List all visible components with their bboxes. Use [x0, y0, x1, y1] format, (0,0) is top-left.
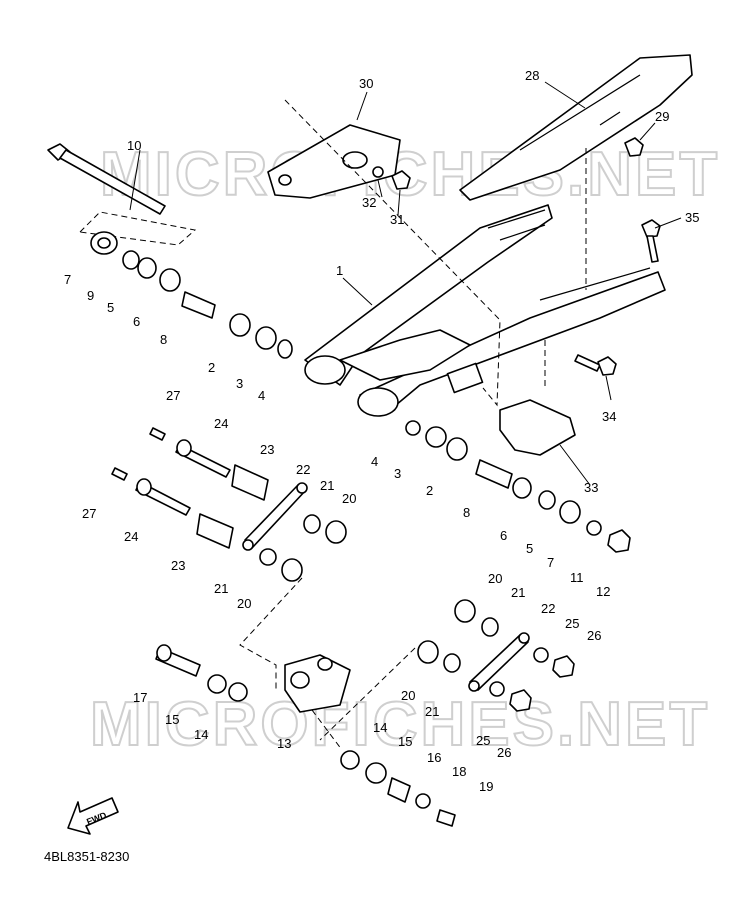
relay-arm-part: [155, 644, 351, 713]
callout-6: 6: [500, 528, 507, 543]
callout-25: 25: [476, 733, 490, 748]
relay-hardware-upper: [111, 427, 269, 549]
callout-9: 9: [87, 288, 94, 303]
diagram-part-code: 4BL8351-8230: [44, 849, 130, 864]
callout-23: 23: [260, 442, 274, 457]
callout-22: 22: [541, 601, 555, 616]
callout-4: 4: [258, 388, 265, 403]
callout-7: 7: [547, 555, 554, 570]
callout-10: 10: [127, 138, 141, 153]
callout-33: 33: [584, 480, 598, 495]
callout-26: 26: [587, 628, 601, 643]
callout-7: 7: [64, 272, 71, 287]
callout-26: 26: [497, 745, 511, 760]
callout-28: 28: [525, 68, 539, 83]
callout-20: 20: [237, 596, 251, 611]
callout-19: 19: [479, 779, 493, 794]
pivot-shaft-part: [47, 143, 166, 215]
callout-35: 35: [685, 210, 699, 225]
left-pivot-hardware: [90, 231, 293, 359]
callout-4: 4: [371, 454, 378, 469]
callout-27: 27: [166, 388, 180, 403]
watermark-bottom: MICROFICHES.NET: [90, 690, 710, 759]
callout-3: 3: [236, 376, 243, 391]
callout-20: 20: [488, 571, 502, 586]
callout-5: 5: [526, 541, 533, 556]
callout-14: 14: [194, 727, 208, 742]
callout-27: 27: [82, 506, 96, 521]
callout-32: 32: [362, 195, 376, 210]
callout-20: 20: [342, 491, 356, 506]
callout-2: 2: [426, 483, 433, 498]
callout-21: 21: [425, 704, 439, 719]
link-hardware-upper: [242, 482, 347, 582]
callout-13: 13: [277, 736, 291, 751]
chain-guard-part: [459, 54, 693, 201]
callout-24: 24: [214, 416, 228, 431]
callout-25: 25: [565, 616, 579, 631]
callout-21: 21: [214, 581, 228, 596]
callout-23: 23: [171, 558, 185, 573]
callout-31: 31: [390, 212, 404, 227]
callout-6: 6: [133, 314, 140, 329]
callout-29: 29: [655, 109, 669, 124]
callout-8: 8: [160, 332, 167, 347]
callout-3: 3: [394, 466, 401, 481]
callout-11: 11: [570, 570, 584, 585]
callout-21: 21: [511, 585, 525, 600]
callout-1: 1: [336, 263, 343, 278]
link-hardware-lower: [417, 599, 575, 712]
guard-part: [499, 399, 576, 456]
fastener-bolts: [372, 137, 661, 376]
callout-22: 22: [296, 462, 310, 477]
callout-15: 15: [165, 712, 179, 727]
callout-15: 15: [398, 734, 412, 749]
callout-18: 18: [452, 764, 466, 779]
callout-5: 5: [107, 300, 114, 315]
callout-21: 21: [320, 478, 334, 493]
swingarm-part: [304, 204, 666, 417]
callout-14: 14: [373, 720, 387, 735]
lower-collar-hardware: [340, 750, 456, 827]
callout-24: 24: [124, 529, 138, 544]
callout-2: 2: [208, 360, 215, 375]
callout-12: 12: [596, 584, 610, 599]
watermark-top: MICROFICHES.NET: [100, 140, 720, 209]
callout-20: 20: [401, 688, 415, 703]
callout-17: 17: [133, 690, 147, 705]
right-pivot-hardware: [405, 420, 631, 553]
callout-30: 30: [359, 76, 373, 91]
fwd-arrow-icon: FWD: [67, 797, 119, 835]
callout-34: 34: [602, 409, 616, 424]
callout-8: 8: [463, 505, 470, 520]
callout-16: 16: [427, 750, 441, 765]
